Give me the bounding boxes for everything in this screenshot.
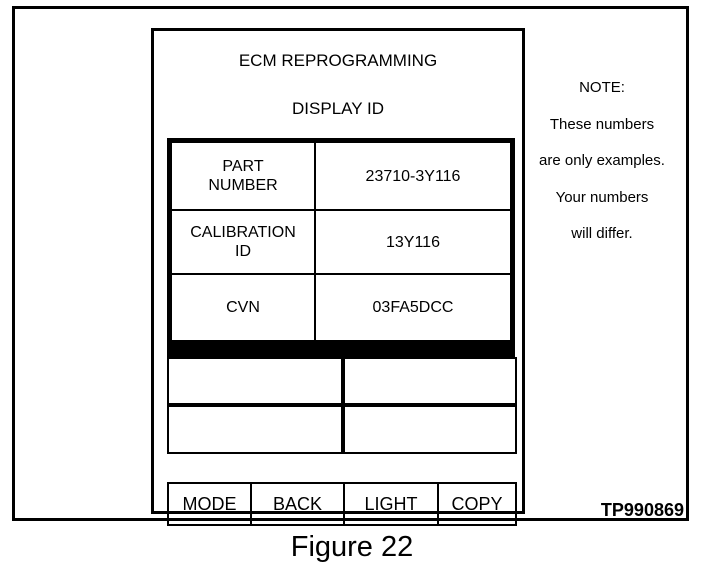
softkey-bar: MODE BACK LIGHT COPY [167,482,517,526]
id-table: PART NUMBER 23710-3Y116 CALIBRATION ID 1… [167,138,515,382]
note-line: Your numbers [555,188,649,206]
part-number-label: PART NUMBER [172,143,314,209]
cvn-value: 03FA5DCC [316,275,510,340]
table-row: CVN 03FA5DCC [172,275,510,340]
empty-field [343,357,517,405]
note-line: are only examples. [539,152,665,169]
note-line: These numbers [549,115,655,133]
note-line: will differ. [571,225,633,242]
empty-field [167,405,343,454]
cvn-label: CVN [172,275,314,340]
screen-title: ECM REPROGRAMMING [238,51,438,70]
back-button[interactable]: BACK [252,484,345,524]
table-row: CALIBRATION ID 13Y116 [172,211,510,273]
scan-tool-screen: ECM REPROGRAMMING DISPLAY ID PART NUMBER… [151,28,525,526]
light-button[interactable]: LIGHT [345,484,439,524]
figure-frame [12,6,689,521]
screen-subtitle: DISPLAY ID [292,99,384,118]
calibration-id-value: 13Y116 [316,211,510,273]
empty-field [167,357,343,405]
note-block: NOTE: These numbers are only examples. Y… [527,70,677,253]
calibration-id-label: CALIBRATION ID [172,211,314,273]
mode-button[interactable]: MODE [169,484,252,524]
figure-code: TP990869 [600,500,684,520]
empty-field [343,405,517,454]
note-heading: NOTE: [579,79,625,96]
figure-caption: Figure 22 [290,531,414,563]
copy-button[interactable]: COPY [451,493,503,514]
part-number-value: 23710-3Y116 [316,143,510,209]
table-row: PART NUMBER 23710-3Y116 [172,143,510,209]
